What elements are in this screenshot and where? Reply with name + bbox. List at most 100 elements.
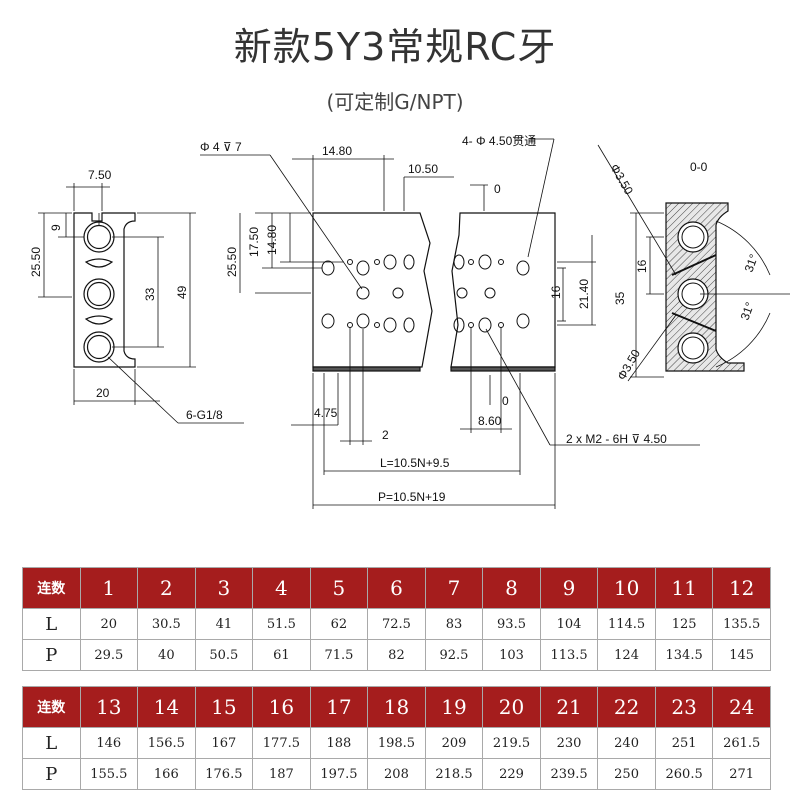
table-row: P 29.5 40 50.5 61 71.5 82 92.5 103 113.5… <box>22 639 771 671</box>
value-cell: 250 <box>597 758 656 790</box>
value-cell: 51.5 <box>252 608 311 640</box>
count-cell: 8 <box>482 567 541 609</box>
technical-drawing: 7.50 9 25.50 33 49 20 6-G1/8 <box>29 134 790 509</box>
value-cell: 209 <box>424 727 484 759</box>
value-cell: 113.5 <box>539 639 599 671</box>
count-cell: 13 <box>79 686 139 728</box>
spec-table-2: 连数 13 14 15 16 17 18 19 20 21 22 23 24 L… <box>22 686 771 790</box>
value-cell: 230 <box>539 727 599 759</box>
count-cell: 9 <box>539 567 599 609</box>
front-view-body-left <box>312 212 433 368</box>
value-cell: 155.5 <box>79 758 139 790</box>
table-row: L 146 156.5 167 177.5 188 198.5 209 219.… <box>22 727 771 759</box>
value-cell: 166 <box>137 758 196 790</box>
count-cell: 16 <box>252 686 311 728</box>
value-cell: 219.5 <box>482 727 541 759</box>
count-cell: 2 <box>137 567 196 609</box>
value-cell: 218.5 <box>424 758 484 790</box>
dim-7-50: 7.50 <box>88 168 112 182</box>
dim-49: 49 <box>175 285 189 299</box>
angle-bottom: 31° <box>738 300 757 322</box>
dim-20: 20 <box>96 386 110 400</box>
front-view <box>200 138 700 509</box>
value-cell: 197.5 <box>309 758 369 790</box>
dim-10-50: 10.50 <box>408 162 438 176</box>
value-cell: 198.5 <box>367 727 426 759</box>
left-view-dims: 7.50 9 25.50 33 49 20 6-G1/8 <box>29 168 223 422</box>
left-view-outline <box>73 212 136 368</box>
value-cell: 103 <box>482 639 541 671</box>
value-cell: 50.5 <box>194 639 254 671</box>
value-cell: 177.5 <box>252 727 311 759</box>
value-cell: 93.5 <box>482 608 541 640</box>
count-cell: 1 <box>79 567 139 609</box>
value-cell: 239.5 <box>539 758 599 790</box>
count-cell: 4 <box>252 567 311 609</box>
dim-zero-bottom: 0 <box>502 394 509 408</box>
section-marker: 0-0 <box>690 160 708 174</box>
table-header-label: 连数 <box>22 567 81 609</box>
value-cell: 124 <box>597 639 656 671</box>
count-cell: 3 <box>194 567 254 609</box>
count-cell: 7 <box>424 567 484 609</box>
value-cell: 176.5 <box>194 758 254 790</box>
value-cell: 82 <box>367 639 426 671</box>
value-cell: 208 <box>367 758 426 790</box>
hole-depth-label: Φ 4 ⊽ 7 <box>200 140 242 154</box>
dim-33: 33 <box>143 287 157 301</box>
value-cell: 104 <box>539 608 599 640</box>
table-header-label: 连数 <box>22 686 81 728</box>
page-title: 新款5Y3常规RC牙 <box>233 25 557 69</box>
value-cell: 188 <box>309 727 369 759</box>
count-cell: 17 <box>309 686 369 728</box>
dim-zero-top: 0 <box>494 182 501 196</box>
value-cell: 135.5 <box>712 608 771 640</box>
dim-2: 2 <box>382 428 389 442</box>
value-cell: 146 <box>79 727 139 759</box>
port-label: 6-G1/8 <box>186 408 223 422</box>
value-cell: 72.5 <box>367 608 426 640</box>
count-cell: 5 <box>309 567 369 609</box>
value-cell: 40 <box>137 639 196 671</box>
spec-table-1: 连数 1 2 3 4 5 6 7 8 9 10 11 12 L 20 30.5 … <box>22 567 771 671</box>
row-label: P <box>22 639 81 671</box>
value-cell: 30.5 <box>137 608 196 640</box>
count-cell: 15 <box>194 686 254 728</box>
dim-16-front: 16 <box>549 285 563 299</box>
count-cell: 14 <box>137 686 196 728</box>
count-cell: 21 <box>539 686 599 728</box>
count-cell: 24 <box>712 686 771 728</box>
value-cell: 134.5 <box>654 639 714 671</box>
front-view-dims: Φ 4 ⊽ 7 14.80 10.50 4- Φ 4.50贯通 25.50 17… <box>200 134 667 504</box>
value-cell: 41 <box>194 608 254 640</box>
row-label: P <box>22 758 81 790</box>
value-cell: 145 <box>712 639 771 671</box>
value-cell: 156.5 <box>137 727 196 759</box>
count-cell: 18 <box>367 686 426 728</box>
value-cell: 114.5 <box>597 608 656 640</box>
page-subtitle: (可定制G/NPT) <box>326 90 464 114</box>
value-cell: 271 <box>712 758 771 790</box>
dim-25-50: 25.50 <box>29 247 43 277</box>
dim-17-50: 17.50 <box>247 227 261 257</box>
front-view-body-right <box>450 212 556 368</box>
value-cell: 167 <box>194 727 254 759</box>
count-cell: 20 <box>482 686 541 728</box>
thread-label: 2 x M2 - 6H ⊽ 4.50 <box>566 432 667 446</box>
side-view <box>597 144 790 382</box>
value-cell: 187 <box>252 758 311 790</box>
dim-25-50-front: 25.50 <box>225 247 239 277</box>
row-label: L <box>22 608 81 640</box>
count-cell: 11 <box>654 567 714 609</box>
dim-8-60: 8.60 <box>478 414 502 428</box>
value-cell: 61 <box>252 639 311 671</box>
dim-9: 9 <box>49 224 63 231</box>
value-cell: 62 <box>309 608 369 640</box>
port-circle-2 <box>83 278 115 310</box>
dim-35: 35 <box>613 291 627 305</box>
count-cell: 19 <box>424 686 484 728</box>
dim-16-side: 16 <box>635 259 649 273</box>
p-formula: P=10.5N+19 <box>378 490 446 504</box>
value-cell: 260.5 <box>654 758 714 790</box>
left-view <box>38 183 244 424</box>
